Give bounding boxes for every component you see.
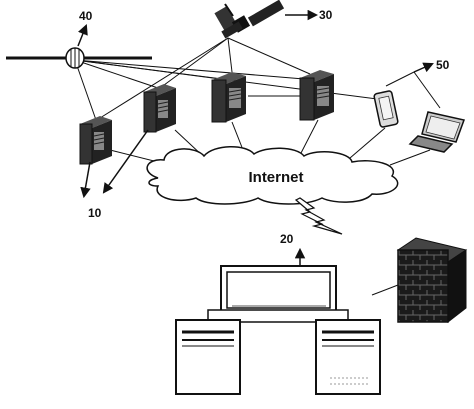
ref-arrow-50 xyxy=(413,62,434,73)
bracket-right xyxy=(413,71,441,109)
server-tower-icon-1 xyxy=(79,116,112,165)
server-tower-icon-2 xyxy=(143,84,176,133)
internet-label: Internet xyxy=(248,169,303,186)
link-tower-server2 xyxy=(74,59,159,89)
ref-number-20: 20 xyxy=(280,232,294,246)
server-tower-icon-3 xyxy=(211,72,246,123)
ref-arrow-10b xyxy=(102,129,149,194)
ref-arrow-10a xyxy=(80,161,91,199)
ref-number-40: 40 xyxy=(79,9,93,23)
link-monitor-firewall xyxy=(371,284,399,296)
satellite-icon xyxy=(214,0,285,39)
brick-firewall-icon xyxy=(396,237,468,324)
antenna-tower-icon xyxy=(6,47,152,69)
ref-number-30: 30 xyxy=(319,8,333,22)
ref-number-10: 10 xyxy=(88,206,102,220)
link-server4-cloud xyxy=(299,119,319,156)
bracket-left xyxy=(385,71,415,87)
lightning-link-icon xyxy=(294,197,343,235)
mobile-phone-icon xyxy=(373,90,399,128)
host-cpu-tower-left xyxy=(175,319,241,395)
link-tower-server4 xyxy=(74,59,317,81)
host-cpu-tower-right xyxy=(315,319,381,395)
internet-cloud xyxy=(146,146,399,205)
link-laptop-cloud xyxy=(389,149,431,166)
monitor-icon xyxy=(207,265,349,323)
link-sat-server3 xyxy=(227,37,233,73)
server-tower-icon-4 xyxy=(299,70,334,121)
ref-number-50: 50 xyxy=(436,58,450,72)
link-sat-server1 xyxy=(99,37,229,119)
laptop-icon xyxy=(408,111,465,153)
link-tower-server1 xyxy=(74,59,97,121)
ref-arrow-40 xyxy=(77,24,88,47)
link-sat-server2 xyxy=(159,37,229,89)
link-sat-server4 xyxy=(227,37,311,75)
link-phone-cloud xyxy=(349,127,386,159)
